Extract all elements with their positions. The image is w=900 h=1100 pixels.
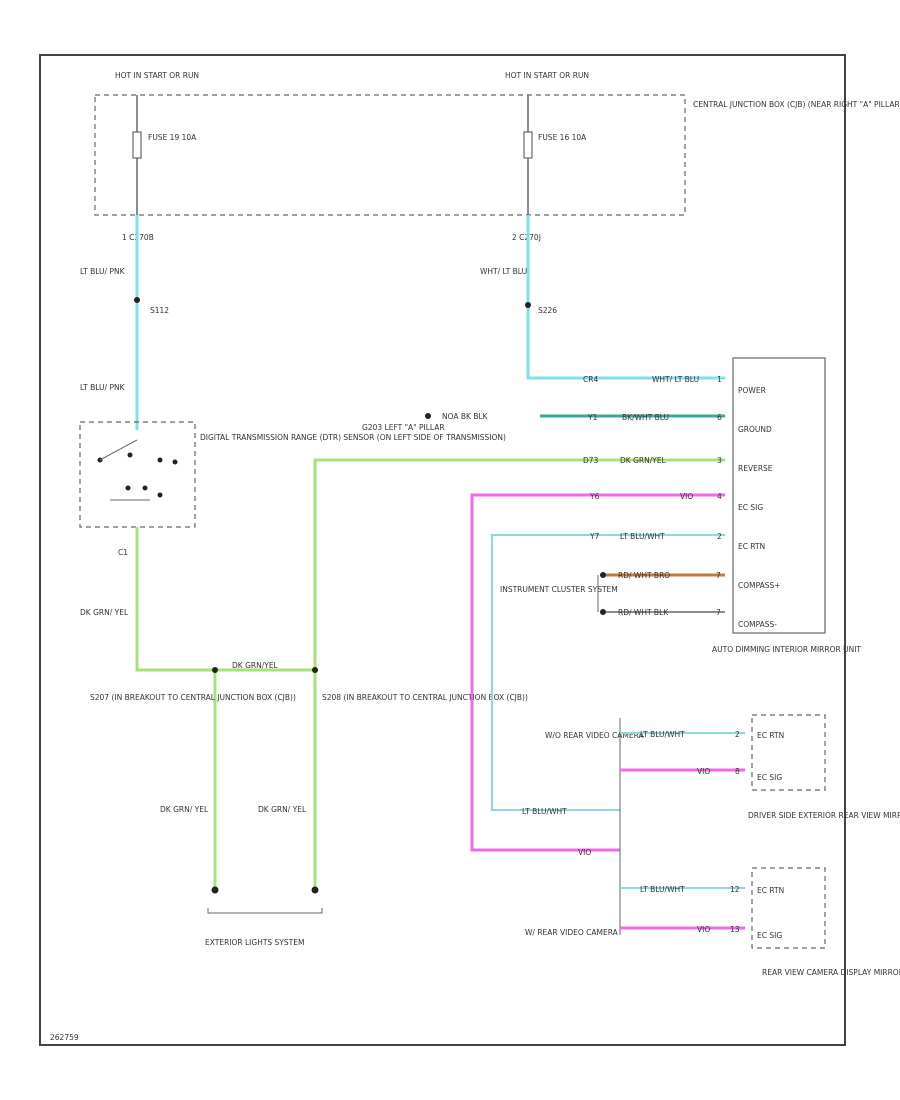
rear-mirror-sig-color: VIO bbox=[697, 925, 710, 934]
left-wire-label-1: LT BLU/ PNK bbox=[80, 267, 126, 276]
magenta-branch-label: VIO bbox=[578, 848, 591, 857]
mirror-pin-power: POWER bbox=[738, 386, 766, 395]
compass-plus-pin: 7 bbox=[716, 571, 721, 580]
ext-lights-pin-2 bbox=[311, 886, 319, 894]
ground-pin: 6 bbox=[717, 413, 722, 422]
driver-mirror-pin-ec-rtn: EC RTN bbox=[757, 731, 784, 740]
driver-mirror-sig-color: VIO bbox=[697, 767, 710, 776]
mirror-pin-ec-rtn: EC RTN bbox=[738, 542, 765, 551]
fuse-19-label: FUSE 19 10A bbox=[148, 133, 197, 142]
driver-mirror-pin-ec-sig: EC SIG bbox=[757, 773, 782, 782]
ec-rtn-color: LT BLU/WHT bbox=[620, 532, 665, 541]
power-pin: 1 bbox=[717, 375, 722, 384]
auto-dimming-mirror-unit bbox=[732, 357, 826, 634]
ec-sig-pin: 4 bbox=[717, 492, 722, 501]
ec-sig-color: VIO bbox=[680, 492, 693, 501]
left-wire-label-2: LT BLU/ PNK bbox=[80, 383, 126, 392]
driver-mirror-sig-pin: 8 bbox=[735, 767, 740, 776]
mirror-pin-compass-plus: COMPASS+ bbox=[738, 581, 781, 590]
fuse-16-label: FUSE 16 10A bbox=[538, 133, 587, 142]
cjb-label: CENTRAL JUNCTION BOX (CJB) (NEAR RIGHT "… bbox=[693, 100, 900, 109]
driver-mirror-rtn-pin: 2 bbox=[735, 730, 740, 739]
wire-sensor-out bbox=[135, 527, 315, 672]
wire-ec-sig bbox=[470, 493, 725, 852]
right-hot-in-label: HOT IN START OR RUN bbox=[505, 71, 589, 80]
ec-sig-circuit: Y6 bbox=[589, 492, 600, 501]
mirror-unit-label: AUTO DIMMING INTERIOR MIRROR UNIT bbox=[712, 645, 861, 654]
dtr-sensor-pin: C1 bbox=[118, 548, 128, 557]
reverse-pin: 3 bbox=[717, 456, 722, 465]
drop-1-label: DK GRN/ YEL bbox=[160, 805, 209, 814]
splice-s208-label: S208 (IN BREAKOUT TO CENTRAL JUNCTION BO… bbox=[322, 693, 528, 702]
dtr-sensor-label: DIGITAL TRANSMISSION RANGE (DTR) SENSOR … bbox=[200, 433, 506, 442]
right-wire-label: WHT/ LT BLU bbox=[480, 267, 527, 276]
sensor-wire-label: DK GRN/ YEL bbox=[80, 608, 129, 617]
compass-plus-dot bbox=[600, 572, 606, 578]
rear-mirror-pin-ec-sig: EC SIG bbox=[757, 931, 782, 940]
rear-mirror-box bbox=[751, 867, 826, 949]
compass-minus-color: RD/ WHT BLK bbox=[618, 608, 669, 617]
connector-c270j: 2 C270J bbox=[512, 233, 541, 242]
diagram-frame bbox=[39, 54, 846, 1046]
reverse-color: DK GRN/YEL bbox=[620, 456, 667, 465]
fuse-19-symbol bbox=[132, 131, 142, 159]
fuse-16-symbol bbox=[523, 131, 533, 159]
camera-wo-label: W/O REAR VIDEO CAMERA bbox=[545, 731, 645, 740]
wire-wht-lt-blu bbox=[526, 215, 725, 380]
rear-mirror-rtn-color: LT BLU/WHT bbox=[640, 885, 685, 894]
wire-reverse bbox=[313, 458, 725, 670]
mirror-pin-compass-minus: COMPASS- bbox=[738, 620, 777, 629]
splice-s208-dot bbox=[312, 667, 318, 673]
compass-plus-color: RD/ WHT BRO bbox=[618, 571, 670, 580]
cyan-branch-label: LT BLU/WHT bbox=[522, 807, 567, 816]
splice-s112-dot bbox=[134, 297, 140, 303]
mirror-pin-ec-sig: EC SIG bbox=[738, 503, 763, 512]
rear-mirror-rtn-pin: 12 bbox=[730, 885, 740, 894]
rear-mirror-pin-ec-rtn: EC RTN bbox=[757, 886, 784, 895]
driver-mirror-label: DRIVER SIDE EXTERIOR REAR VIEW MIRROR bbox=[748, 811, 900, 820]
rear-mirror-sig-pin: 13 bbox=[730, 925, 740, 934]
wire-ec-rtn bbox=[491, 534, 725, 811]
reverse-circuit: D73 bbox=[583, 456, 599, 465]
power-circuit: CR4 bbox=[583, 375, 598, 384]
ec-rtn-circuit: Y7 bbox=[589, 532, 600, 541]
splice-s226-label: S226 bbox=[538, 306, 557, 315]
camera-w-label: W/ REAR VIDEO CAMERA bbox=[525, 928, 619, 937]
compass-minus-dot bbox=[600, 609, 606, 615]
g203-label: G203 LEFT "A" PILLAR bbox=[362, 423, 445, 432]
bus-wire-label: DK GRN/YEL bbox=[232, 661, 279, 670]
driver-mirror-rtn-color: LT BLU/WHT bbox=[640, 730, 685, 739]
drop-2-label: DK GRN/ YEL bbox=[258, 805, 307, 814]
g203-dot bbox=[425, 413, 431, 419]
power-color: WHT/ LT BLU bbox=[652, 375, 699, 384]
ext-lights-pin-1 bbox=[211, 886, 219, 894]
splice-s226-dot bbox=[525, 302, 531, 308]
instrument-cluster-label: INSTRUMENT CLUSTER SYSTEM bbox=[500, 585, 618, 594]
splice-s207-label: S207 (IN BREAKOUT TO CENTRAL JUNCTION BO… bbox=[90, 693, 296, 702]
footer-code: 262759 bbox=[50, 1033, 79, 1042]
dtr-sensor-box bbox=[79, 421, 196, 528]
ground-circuit: Y1 bbox=[587, 413, 598, 422]
driver-mirror-box bbox=[751, 714, 826, 791]
splice-s207-dot bbox=[212, 667, 218, 673]
compass-minus-pin: 7 bbox=[716, 608, 721, 617]
mirror-pin-reverse: REVERSE bbox=[738, 464, 773, 473]
left-hot-in-label: HOT IN START OR RUN bbox=[115, 71, 199, 80]
rear-mirror-label: REAR VIEW CAMERA DISPLAY MIRROR bbox=[762, 968, 900, 977]
ec-rtn-pin: 2 bbox=[717, 532, 722, 541]
ext-lights-bracket bbox=[207, 908, 323, 914]
exterior-lights-label: EXTERIOR LIGHTS SYSTEM bbox=[205, 938, 304, 947]
ground-color: BK/WHT BLU bbox=[622, 413, 669, 422]
g203-wire-label: NOA BK BLK bbox=[442, 412, 489, 421]
mirror-pin-ground: GROUND bbox=[738, 425, 772, 434]
dtr-sensor-switch-symbol bbox=[97, 439, 178, 501]
central-junction-box bbox=[94, 94, 686, 216]
splice-s112-label: S112 bbox=[150, 306, 169, 315]
